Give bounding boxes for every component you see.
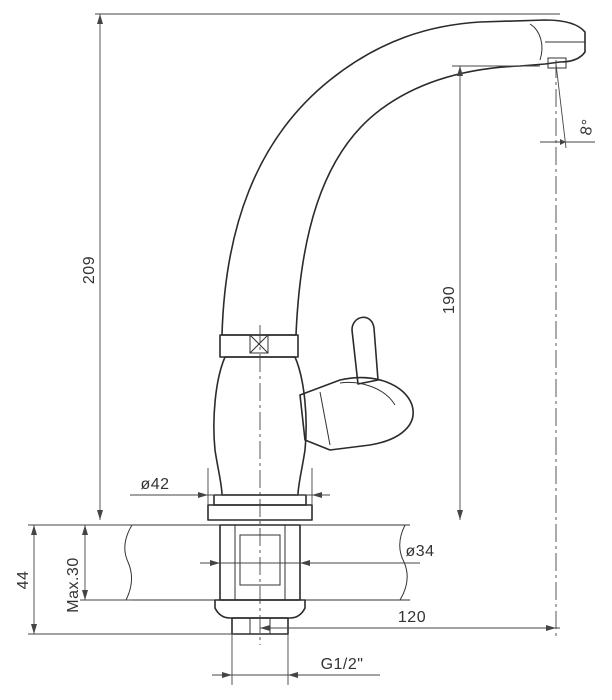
- dim-max-thickness: Max.30: [65, 525, 132, 613]
- dim-base-height: 44: [15, 524, 235, 635]
- faucet-spout: [221, 19, 586, 336]
- dim-thread-label: G1/2": [321, 656, 364, 673]
- dim-spout-angle-label: 8°: [578, 118, 598, 137]
- dim-reach: 120: [260, 609, 560, 631]
- centerlines: [259, 60, 557, 645]
- dim-spout-height: 190: [441, 65, 540, 520]
- dim-shank-diameter-label: ø34: [405, 543, 434, 560]
- dim-total-height-label: 209: [81, 256, 98, 284]
- dim-reach-label: 120: [398, 609, 426, 626]
- dim-body-diameter-label: ø42: [140, 476, 169, 493]
- dim-base-height-label: 44: [15, 571, 32, 590]
- dim-body-diameter: ø42: [130, 468, 330, 505]
- faucet-collar: [219, 334, 299, 358]
- dim-thread: G1/2": [212, 634, 380, 685]
- dim-total-height: 209: [81, 13, 560, 520]
- faucet-body: [207, 356, 313, 521]
- faucet-shank: [214, 524, 306, 635]
- dim-spout-angle: 8°: [540, 63, 598, 149]
- dim-spout-height-label: 190: [441, 286, 458, 314]
- faucet-handle: [299, 316, 414, 451]
- countertop-section: [95, 524, 410, 601]
- dim-shank-diameter: ø34: [200, 543, 434, 566]
- dim-max-thickness-label: Max.30: [65, 557, 82, 612]
